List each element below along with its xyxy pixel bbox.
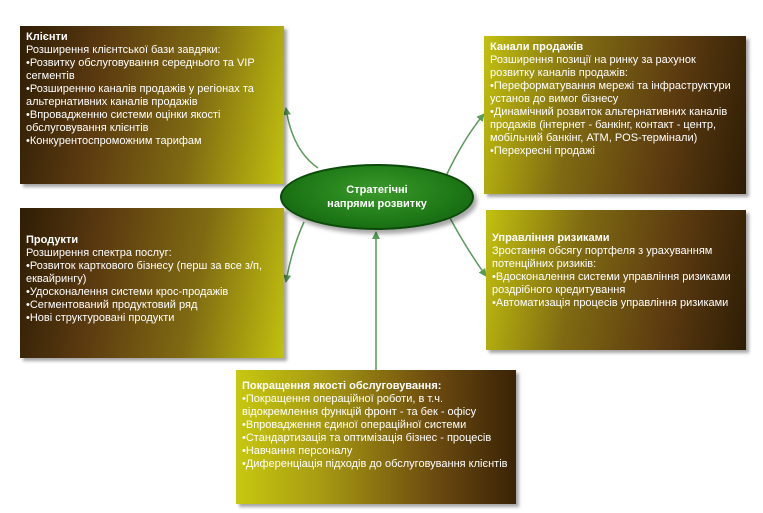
list-item: •Автоматизація процесів управління ризик…	[492, 297, 729, 309]
list-item: •Диференціація підходів до обслуговуванн…	[242, 458, 508, 470]
clients-subtitle: Розширення клієнтської бази завдяки:	[26, 44, 221, 56]
center-label: Стратегічні напрями розвитку	[327, 184, 427, 210]
risks-subtitle: Зростання обсягу портфеля з урахуванням …	[492, 245, 713, 270]
list-item: •Нові структуровані продукти	[26, 312, 175, 324]
quality-box: Покращення якості обслуговування: •Покра…	[236, 370, 516, 504]
quality-list: •Покращення операційної роботи, в т.ч. в…	[242, 393, 508, 471]
list-item: •Перехресні продажі	[490, 145, 595, 157]
channels-box: Канали продажів Розширення позиції на ри…	[484, 36, 746, 194]
list-item: •Розвитку обслуговування середнього та V…	[26, 57, 255, 82]
list-item: •Динамічний розвиток альтернативних кана…	[490, 106, 728, 144]
clients-list: •Розвитку обслуговування середнього та V…	[26, 57, 276, 148]
list-item: •Вдосконалення системи управління ризика…	[492, 271, 731, 296]
list-item: •Конкурентоспроможним тарифам	[26, 135, 202, 147]
list-item: •Розвиток карткового бізнесу (перш за вс…	[26, 260, 263, 285]
products-subtitle: Розширення спектра послуг:	[26, 247, 172, 259]
list-item: •Розширенню каналів продажів у регіонах …	[26, 83, 254, 108]
list-item: •Впровадженню системи оцінки якості обсл…	[26, 109, 221, 134]
arrow-to-channels	[445, 113, 485, 177]
list-item: •Стандартизація та оптимізація бізнес - …	[242, 432, 492, 444]
list-item: •Покращення операційної роботи, в т.ч. в…	[242, 393, 477, 418]
channels-list: •Переформатування мережі та інфраструкту…	[490, 80, 738, 158]
list-item: •Впровадження єдиної операційної системи	[242, 419, 467, 431]
products-list: •Розвиток карткового бізнесу (перш за вс…	[26, 260, 276, 325]
list-item: •Сегментований продуктовий ряд	[26, 299, 198, 311]
products-title: Продукти	[26, 234, 79, 246]
risks-box: Управління ризиками Зростання обсягу пор…	[486, 210, 746, 350]
arrow-to-risks	[449, 217, 487, 277]
risks-title: Управління ризиками	[492, 232, 610, 244]
strategic-directions-node: Стратегічні напрями розвитку	[280, 164, 474, 230]
list-item: •Переформатування мережі та інфраструкту…	[490, 80, 731, 105]
quality-title: Покращення якості обслуговування:	[242, 380, 442, 392]
channels-subtitle: Розширення позиції на ринку за рахунок р…	[490, 54, 696, 79]
channels-title: Канали продажів	[490, 41, 584, 53]
clients-box: Клієнти Розширення клієнтської бази завд…	[20, 26, 284, 184]
list-item: •Навчання персоналу	[242, 445, 353, 457]
arrow-to-products	[283, 221, 305, 283]
list-item: •Удосконалення системи крос-продажів	[26, 286, 229, 298]
clients-title: Клієнти	[26, 31, 68, 43]
arrow-to-clients	[283, 107, 319, 169]
risks-list: •Вдосконалення системи управління ризика…	[492, 271, 738, 310]
products-box: Продукти Розширення спектра послуг: •Роз…	[20, 208, 284, 358]
